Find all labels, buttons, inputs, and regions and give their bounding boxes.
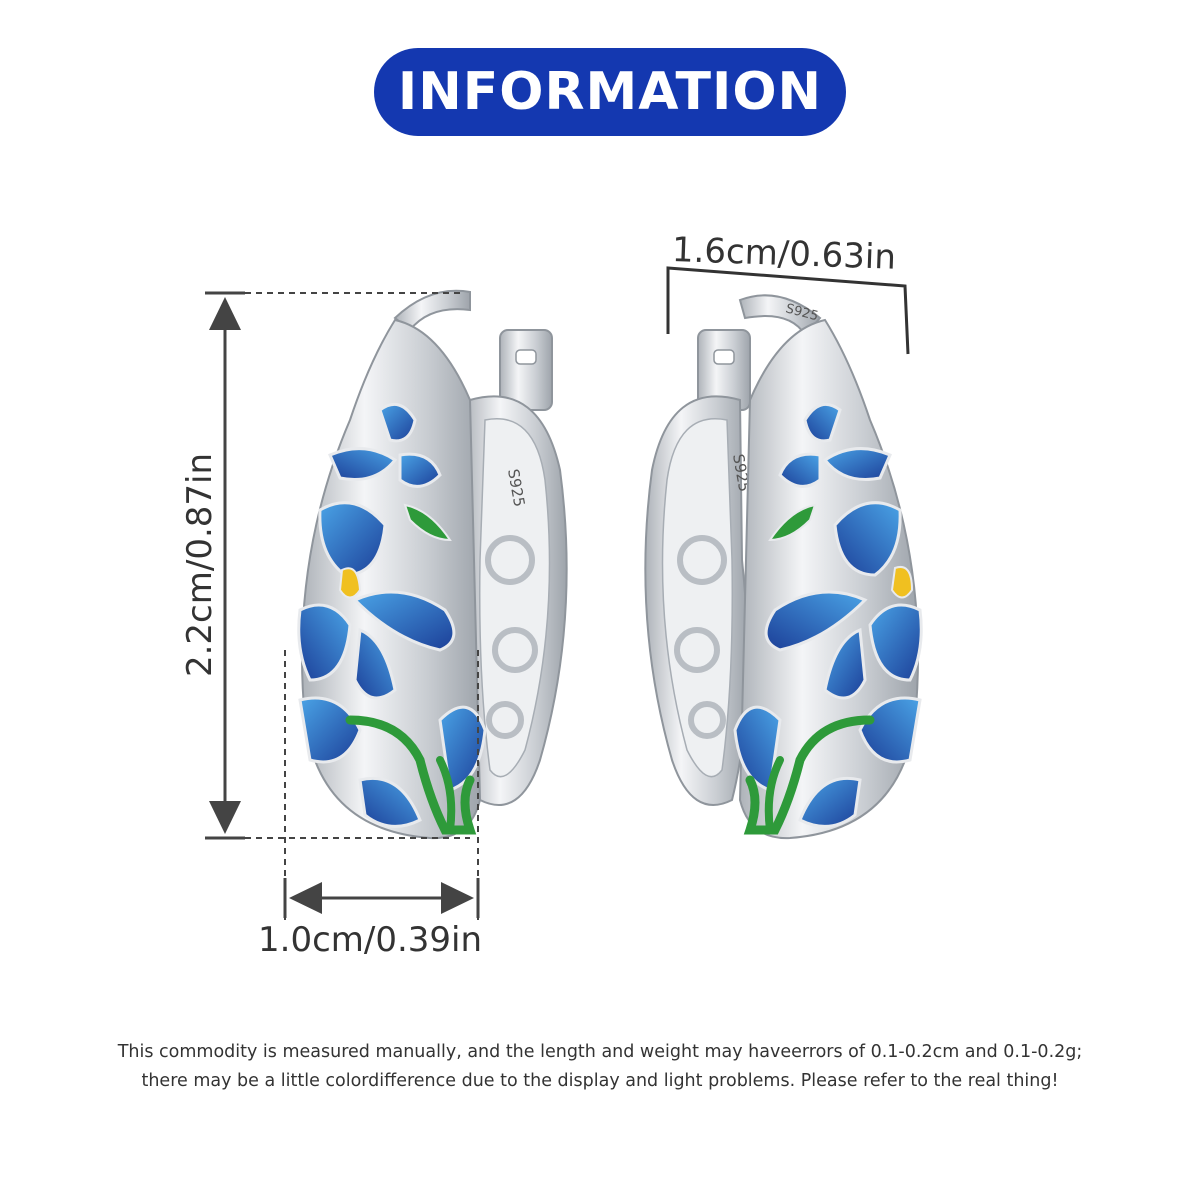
height-dimension-marker	[205, 291, 470, 840]
depth-label: 1.6cm/0.63in	[671, 230, 897, 278]
right-earring: S925 S925	[644, 294, 923, 840]
depth-dimension-marker	[666, 266, 910, 355]
height-label: 2.2cm/0.87in	[180, 452, 220, 678]
disclaimer: This commodity is measured manually, and…	[0, 1038, 1200, 1096]
banner-title: INFORMATION	[397, 62, 823, 122]
right-iris-flowers	[733, 402, 923, 835]
width-dimension-marker	[283, 650, 480, 920]
width-label: 1.0cm/0.39in	[258, 920, 483, 960]
left-earring: S925	[297, 289, 568, 840]
disclaimer-line-2: there may be a little colordifference du…	[141, 1071, 1059, 1091]
information-banner: INFORMATION	[374, 48, 846, 136]
left-iris-flowers	[297, 402, 487, 835]
disclaimer-line-1: This commodity is measured manually, and…	[117, 1042, 1083, 1062]
